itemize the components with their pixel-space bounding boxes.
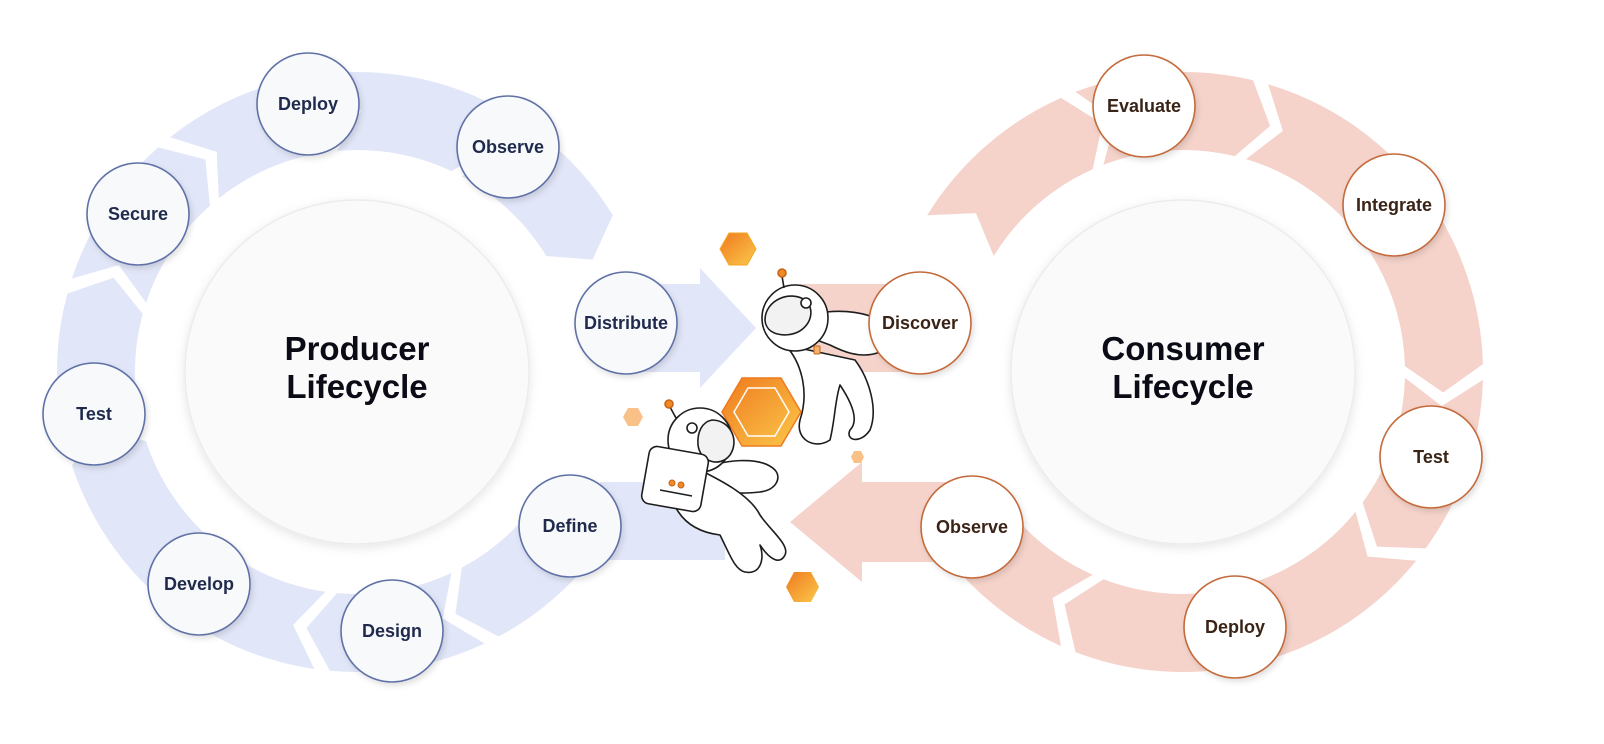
consumer-outgoing-arrow bbox=[790, 462, 960, 582]
consumer-step-test: Test bbox=[1379, 405, 1483, 509]
producer-ring-segment bbox=[71, 427, 210, 597]
consumer-step-deploy-label: Deploy bbox=[1205, 617, 1265, 637]
consumer-ring-segment bbox=[927, 97, 1103, 257]
producer-title-line1: Producer bbox=[285, 330, 430, 367]
producer-step-observe: Observe bbox=[456, 95, 560, 199]
producer-step-test: Test bbox=[42, 362, 146, 466]
consumer-step-observe-label: Observe bbox=[936, 517, 1008, 537]
producer-ring-segment bbox=[329, 72, 493, 172]
consumer-step-deploy: Deploy bbox=[1183, 575, 1287, 679]
consumer-step-evaluate-label: Evaluate bbox=[1107, 96, 1181, 116]
producer-step-secure: Secure bbox=[86, 162, 190, 266]
producer-step-define: Define bbox=[518, 474, 622, 578]
producer-step-distribute-label: Distribute bbox=[584, 313, 668, 333]
producer-step-design-label: Design bbox=[362, 621, 422, 641]
producer-step-design: Design bbox=[340, 579, 444, 683]
consumer-step-evaluate: Evaluate bbox=[1092, 54, 1196, 158]
consumer-title-line2: Lifecycle bbox=[1112, 368, 1253, 405]
consumer-step-test-label: Test bbox=[1413, 447, 1449, 467]
producer-step-test-label: Test bbox=[76, 404, 112, 424]
consumer-steps: Evaluate Integrate Discover Test Observe… bbox=[868, 54, 1483, 679]
producer-step-deploy-label: Deploy bbox=[278, 94, 338, 114]
consumer-step-integrate-label: Integrate bbox=[1356, 195, 1432, 215]
hexagon-icon bbox=[786, 572, 819, 602]
producer-step-secure-label: Secure bbox=[108, 204, 168, 224]
producer-step-define-label: Define bbox=[542, 516, 597, 536]
producer-step-observe-label: Observe bbox=[472, 137, 544, 157]
hexagon-icon bbox=[851, 451, 864, 463]
consumer-step-observe: Observe bbox=[920, 475, 1024, 579]
consumer-center-circle bbox=[1010, 199, 1356, 545]
producer-step-distribute: Distribute bbox=[574, 271, 678, 375]
producer-step-develop: Develop bbox=[147, 532, 251, 636]
consumer-step-discover: Discover bbox=[868, 271, 972, 375]
consumer-step-discover-label: Discover bbox=[882, 313, 958, 333]
hexagon-icon bbox=[623, 408, 643, 426]
producer-steps: Deploy Observe Secure Distribute Test De… bbox=[42, 52, 678, 683]
hexagon-icon bbox=[719, 232, 757, 266]
consumer-title-line1: Consumer bbox=[1101, 330, 1264, 367]
producer-step-develop-label: Develop bbox=[164, 574, 234, 594]
astronaut-pair-icon bbox=[623, 232, 893, 602]
consumer-step-integrate: Integrate bbox=[1342, 153, 1446, 257]
producer-title-line2: Lifecycle bbox=[286, 368, 427, 405]
producer-step-deploy: Deploy bbox=[256, 52, 360, 156]
hexagon-icon bbox=[721, 377, 802, 447]
producer-center-circle bbox=[184, 199, 530, 545]
